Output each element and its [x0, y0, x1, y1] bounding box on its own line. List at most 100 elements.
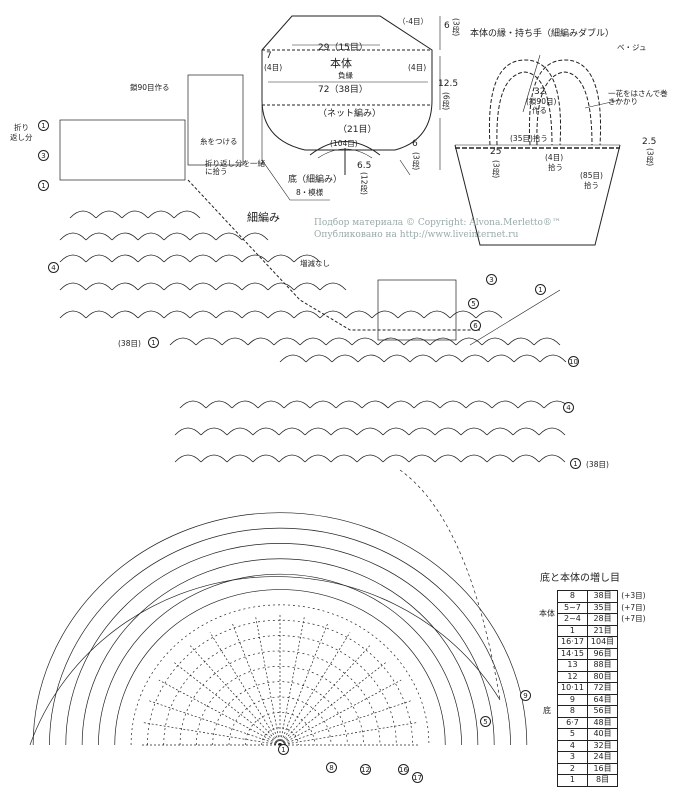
net-stitch-arc: [293, 310, 321, 319]
net-stitch-arc: [397, 310, 425, 319]
net-stitch-arc: [137, 254, 165, 263]
stitch-count: 80目: [586, 670, 619, 683]
row-number: 16·17: [557, 636, 588, 649]
net-stitch-arc: [486, 454, 514, 463]
net-stitch-arc: [538, 427, 566, 436]
stitch-38-left: (38目): [118, 339, 141, 348]
net-stitch-arc: [221, 337, 249, 346]
stitch-count: 40目: [586, 728, 619, 741]
row-marker: 12: [360, 764, 371, 775]
row-number: 1: [557, 624, 588, 637]
base-round: [212, 681, 348, 746]
base-round: [65, 543, 495, 746]
height-4: 6.5: [357, 161, 372, 171]
net-stitch-arc: [85, 232, 113, 241]
height-1: 6: [444, 21, 450, 31]
stitch-38-right: (38目): [586, 460, 609, 469]
base-round: [179, 650, 381, 746]
net-stitch-arc: [413, 400, 441, 409]
base-radial: [279, 661, 388, 746]
base-round: [163, 635, 397, 746]
increase-note: (+7目): [621, 614, 646, 624]
net-stitch-arc: [267, 254, 295, 263]
net-stitch-arc: [475, 310, 503, 319]
handle-pick2b: 拾う: [584, 181, 599, 190]
row-number: 8: [557, 705, 588, 718]
net-stitch-arc: [189, 232, 217, 241]
row-marker: 1: [148, 337, 159, 348]
stitch-count: 16目: [586, 762, 619, 775]
handle-top-note2: 作る: [532, 106, 547, 115]
row-number: 8: [557, 590, 588, 603]
net-stitch-arc: [371, 310, 399, 319]
increase-note: [618, 625, 649, 637]
height-3: 6: [412, 139, 418, 149]
net-stitch-arc: [304, 454, 332, 463]
watermark-line-1: Подбор материала © Copyright: Alvona.Mer…: [314, 218, 561, 228]
net-stitch-arc: [305, 354, 333, 363]
net-stitch-arc: [383, 354, 411, 363]
net-stitch-arc: [512, 454, 540, 463]
filet-grid-left: [59, 74, 457, 341]
base-round: [244, 712, 316, 746]
net-stitch-arc: [59, 282, 87, 291]
net-stitch-arc: [241, 254, 269, 263]
net-stitch-arc: [293, 282, 321, 291]
row-marker: 5: [480, 716, 491, 727]
net-stitch-arc: [377, 337, 405, 346]
row-marker: 1: [570, 458, 581, 469]
net-stitch-arc: [241, 232, 269, 241]
row-number: 6·7: [557, 716, 588, 729]
net-stitch-arc: [163, 254, 191, 263]
height-3-rows: (3段): [411, 152, 421, 171]
net-stitch-arc: [460, 427, 488, 436]
increase-note: [618, 683, 649, 695]
net-stitch-arc: [257, 400, 285, 409]
net-stitch-arc: [434, 454, 462, 463]
stitch-count: 104目: [586, 636, 619, 649]
no-change-label: 増減なし: [300, 259, 330, 268]
net-stitch-arc: [163, 232, 191, 241]
net-stitch-arc: [163, 282, 191, 291]
handle-top-note: (鎖90目): [526, 97, 557, 106]
increase-note: [618, 694, 649, 706]
net-stitch-arc: [69, 210, 97, 219]
net-stitch-arc: [163, 310, 191, 319]
stitch-count: 48目: [586, 716, 619, 729]
row-marker: 10: [568, 356, 579, 367]
group-body-label: 本体: [539, 608, 555, 618]
row-marker: 8: [326, 762, 337, 773]
net-stitch-rows: [59, 210, 571, 463]
height-1-rows: (3段): [451, 18, 461, 37]
net-stitch-arc: [247, 337, 275, 346]
net-stitch-arc: [111, 310, 139, 319]
row-marker: 16: [398, 764, 409, 775]
row-number: 5: [557, 728, 588, 741]
net-stitch-arc: [174, 454, 202, 463]
base-radial: [279, 700, 412, 746]
net-stitch-arc: [205, 400, 233, 409]
net-stitch-arc: [267, 282, 295, 291]
net-stitch-arc: [279, 354, 307, 363]
net-stitch-arc: [434, 427, 462, 436]
increase-note: [618, 648, 649, 660]
fold-label-2: 返し分: [10, 133, 33, 142]
net-stitch-arc: [435, 354, 463, 363]
net-stitch-arc: [481, 337, 509, 346]
net-stitch-arc: [345, 310, 373, 319]
handle-right: 2.5: [642, 137, 657, 147]
row-marker: 1: [535, 284, 546, 295]
net-stitch-arc: [59, 254, 87, 263]
base-round: [196, 666, 364, 746]
base-round: [114, 589, 446, 746]
handle-title: 本体の縁・持ち手（細編みダブル）: [470, 29, 615, 39]
net-stitch-arc: [335, 400, 363, 409]
increase-note: [618, 752, 649, 764]
pickup-note: 折り返し分を一緒に拾う: [205, 159, 265, 176]
